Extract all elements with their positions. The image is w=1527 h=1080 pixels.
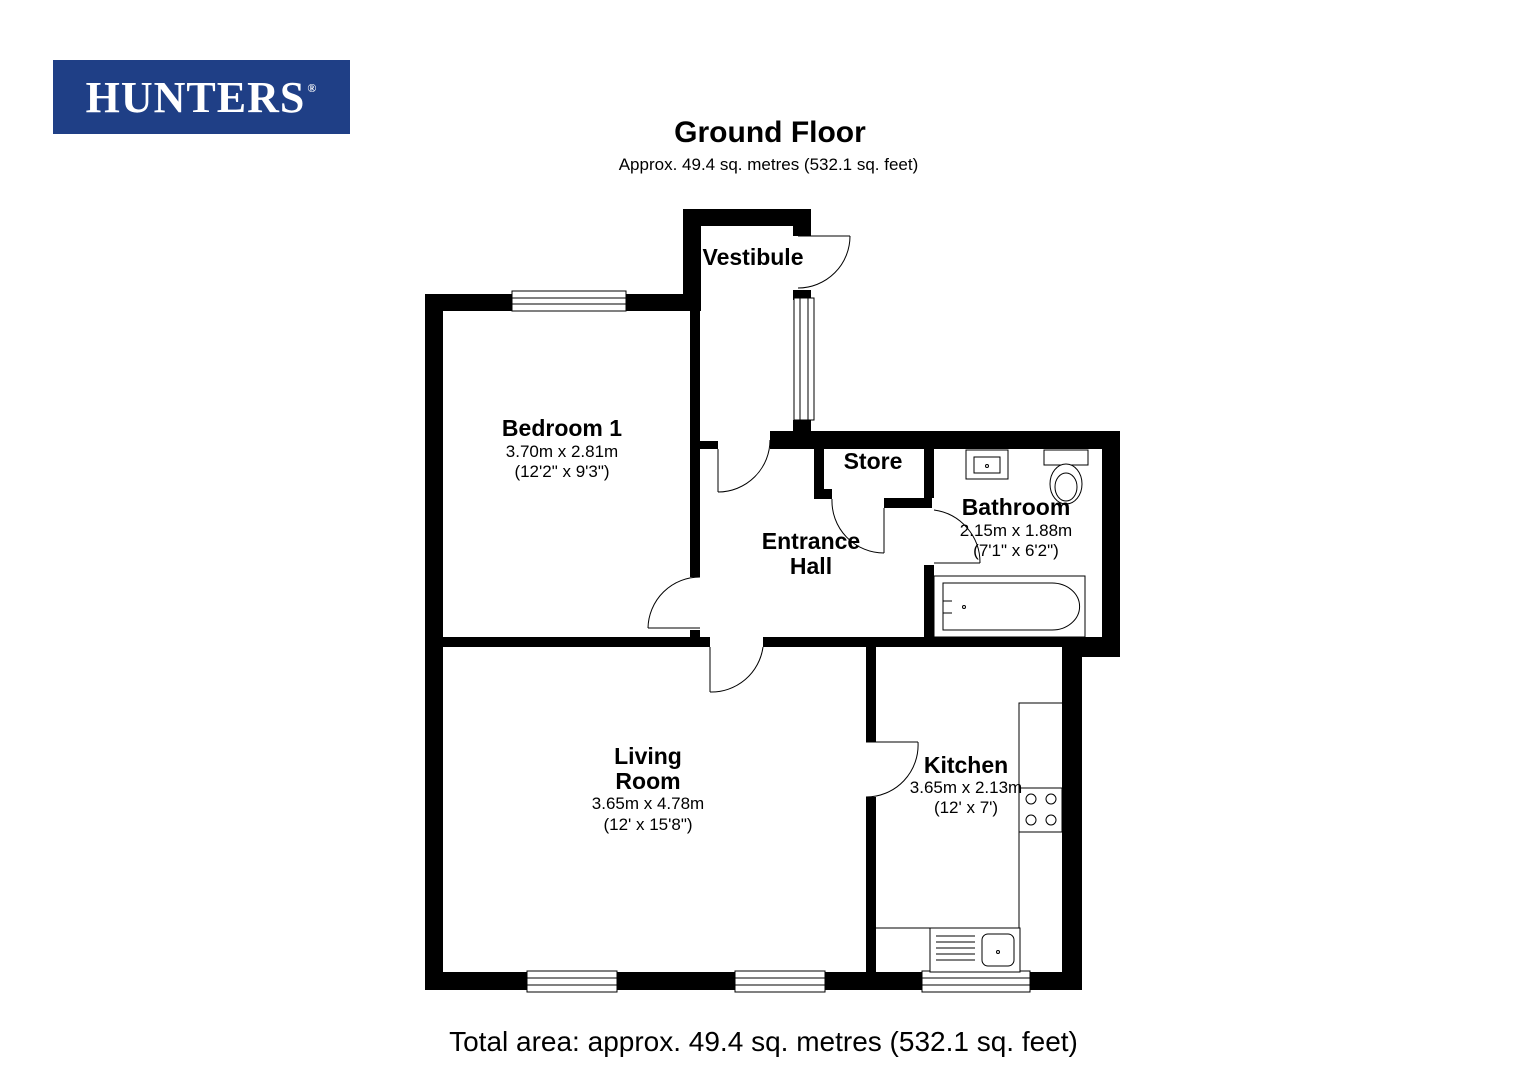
bedroom1-label: Bedroom 1: [502, 415, 622, 441]
doors: [647, 235, 981, 798]
logo-text: HUNTERS: [85, 72, 306, 122]
entrance-hall-label-1: Entrance: [762, 528, 860, 554]
total-area: Total area: approx. 49.4 sq. metres (532…: [449, 1026, 1078, 1057]
bedroom1-dim-m: 3.70m x 2.81m: [506, 442, 618, 461]
entrance-hall-label-2: Hall: [790, 553, 832, 579]
registered-mark: ®: [307, 80, 318, 95]
living-room-dim-ft: (12' x 15'8"): [603, 815, 692, 834]
bedroom1-dim-ft: (12'2" x 9'3"): [514, 462, 609, 481]
fixtures: [876, 449, 1089, 973]
kitchen-label: Kitchen: [924, 752, 1008, 778]
bathroom-dim-m: 2.15m x 1.88m: [960, 521, 1072, 540]
vestibule-label: Vestibule: [703, 244, 804, 270]
hob-icon: [1018, 787, 1063, 833]
hunters-logo: HUNTERS®: [53, 60, 350, 134]
toilet-icon: [1043, 449, 1089, 466]
room-labels: Vestibule Bedroom 1 3.70m x 2.81m (12'2"…: [502, 244, 1072, 834]
living-room-label-1: Living: [614, 743, 682, 769]
store-label: Store: [844, 448, 903, 474]
floor-title: Ground Floor: [674, 116, 866, 149]
kitchen-dim-m: 3.65m x 2.13m: [910, 778, 1022, 797]
living-room-label-2: Room: [615, 768, 680, 794]
kitchen-dim-ft: (12' x 7'): [934, 798, 998, 817]
bathroom-label: Bathroom: [962, 494, 1071, 520]
living-room-dim-m: 3.65m x 4.78m: [592, 794, 704, 813]
bathroom-dim-ft: (7'1" x 6'2"): [973, 541, 1059, 560]
floor-subtitle: Approx. 49.4 sq. metres (532.1 sq. feet): [618, 155, 919, 174]
windows: [511, 290, 1031, 993]
